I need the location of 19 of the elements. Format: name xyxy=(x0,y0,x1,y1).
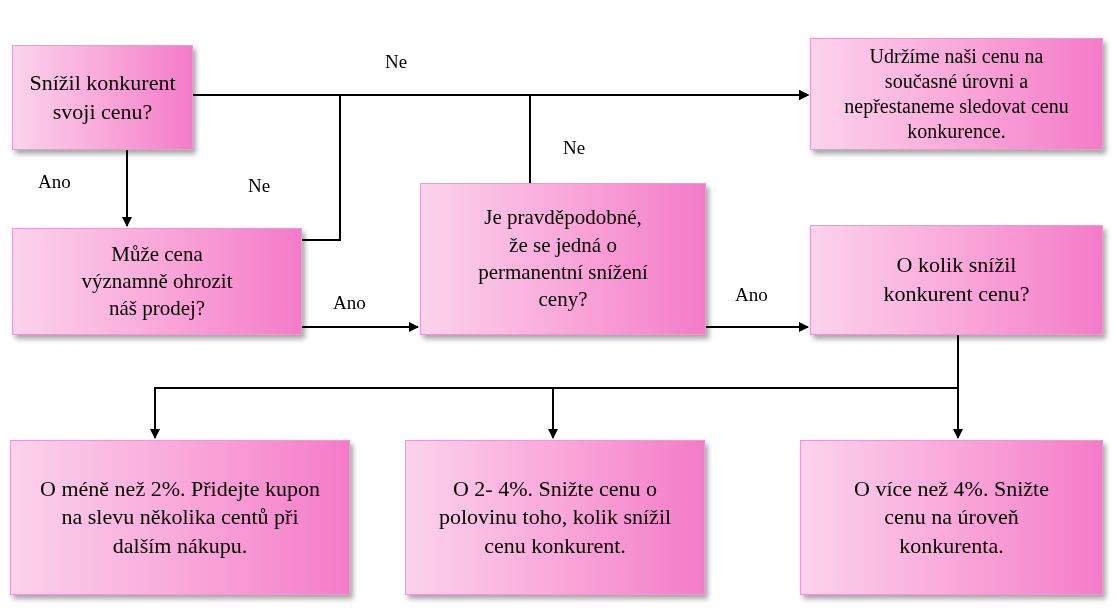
process-box: Snížil konkurent svoji cenu? xyxy=(12,45,193,150)
process-box: O 2- 4%. Snižte cenu o polovinu toho, kolik snížil cenu konkurent. xyxy=(405,440,705,595)
edge-label: Ne xyxy=(385,52,408,71)
process-box: Je pravděpodobné, že se jedná o permanentní snížení ceny? xyxy=(420,183,706,335)
process-box: Udržíme naši cenu na současné úrovni a nepřestaneme sledovat cenu konkurence. xyxy=(810,38,1103,150)
arrow xyxy=(705,322,809,332)
edge-label: Ano xyxy=(735,285,768,304)
process-box: O méně než 2%. Přidejte kupon na slevu několika centů při dalším nákupu. xyxy=(10,440,350,595)
arrow xyxy=(529,90,809,184)
edge-label: Ne xyxy=(563,138,586,157)
arrow xyxy=(122,149,132,227)
arrow xyxy=(301,322,419,332)
arrow xyxy=(953,334,963,439)
process-box: O kolik snížil konkurent cenu? xyxy=(810,225,1103,335)
process-box: O více než 4%. Snižte cenu na úroveň konkurenta. xyxy=(800,440,1103,595)
edge-label: Ano xyxy=(38,172,71,191)
process-box: Může cena významně ohrozit náš prodej? xyxy=(12,228,302,335)
edge-label: Ano xyxy=(333,293,366,312)
edge-label: Ne xyxy=(248,176,271,195)
